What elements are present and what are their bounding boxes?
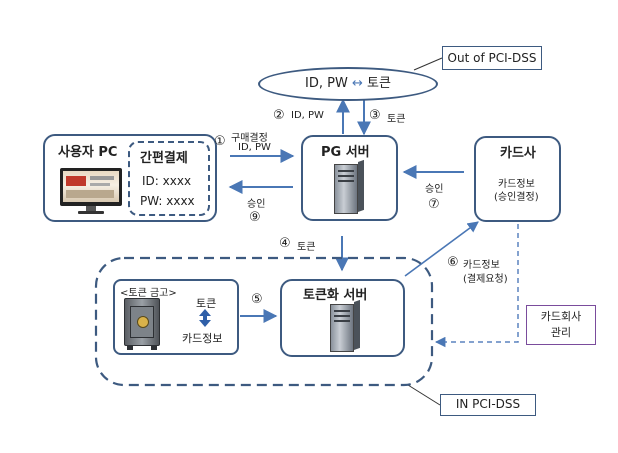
card-mgmt-box: 카드회사 관리 [526, 305, 596, 345]
token-server-title: 토큰화 서버 [303, 288, 368, 303]
swap-arrow-icon: ↔ [351, 76, 363, 91]
pg-server-title: PG 서버 [321, 145, 370, 160]
step4-label: 토큰 [297, 242, 316, 253]
step1-label-2: ID, PW [238, 142, 271, 153]
card-company-title: 카드사 [500, 146, 536, 161]
card-mgmt-line1: 카드회사 [540, 310, 582, 323]
card-company-info-1: 카드정보 [498, 179, 535, 190]
in-pci-callout: IN PCI-DSS [440, 394, 536, 416]
safe-icon [124, 298, 164, 350]
in-pci-zone [94, 256, 434, 387]
step9-label: 승인 [247, 199, 266, 210]
step9-num: ⑨ [249, 210, 261, 225]
out-pci-callout: Out of PCI-DSS [442, 46, 542, 70]
id-token-oval: ID, PW ↔ 토큰 [258, 67, 438, 101]
step1-label-1: 구매결정 [231, 133, 268, 144]
vault-card-info-label: 카드정보 [182, 332, 223, 345]
server-icon [330, 299, 360, 352]
user-pc-title: 사용자 PC [58, 145, 118, 160]
card-company-info-2: (승인결정) [494, 192, 539, 203]
easypay-title: 간편결제 [140, 151, 188, 166]
step7-num: ⑦ [428, 197, 440, 212]
easypay-id: ID: xxxx [142, 174, 192, 188]
step7-label: 승인 [425, 184, 444, 195]
card-mgmt-line2: 관리 [550, 326, 572, 339]
double-arrow-icon [199, 309, 211, 327]
step1-num: ① [214, 134, 226, 149]
monitor-icon [60, 168, 122, 214]
step5-num: ⑤ [251, 292, 263, 307]
in-pci-leader [407, 384, 441, 406]
oval-id-pw: ID, PW [305, 76, 348, 91]
arrow-step6 [404, 221, 479, 277]
step2-label: ID, PW [291, 110, 324, 121]
easypay-pw: PW: xxxx [140, 194, 195, 208]
out-pci-leader [413, 57, 443, 71]
step6-num: ⑥ [447, 255, 459, 270]
step2-num: ② [273, 108, 285, 123]
card-company-box [474, 136, 561, 222]
step3-num: ③ [369, 108, 381, 123]
server-icon [334, 159, 364, 214]
step6-label-1: 카드정보 [463, 260, 500, 271]
step6-label-2: (결제요청) [463, 274, 508, 285]
step3-label: 토큰 [387, 114, 406, 125]
token-vault-title: <토큰 금고> [120, 288, 177, 299]
step4-num: ④ [279, 236, 291, 251]
easypay-box [128, 141, 210, 216]
oval-token: 토큰 [367, 76, 391, 91]
card-mgmt-link [434, 224, 519, 348]
vault-token-label: 토큰 [196, 297, 217, 310]
